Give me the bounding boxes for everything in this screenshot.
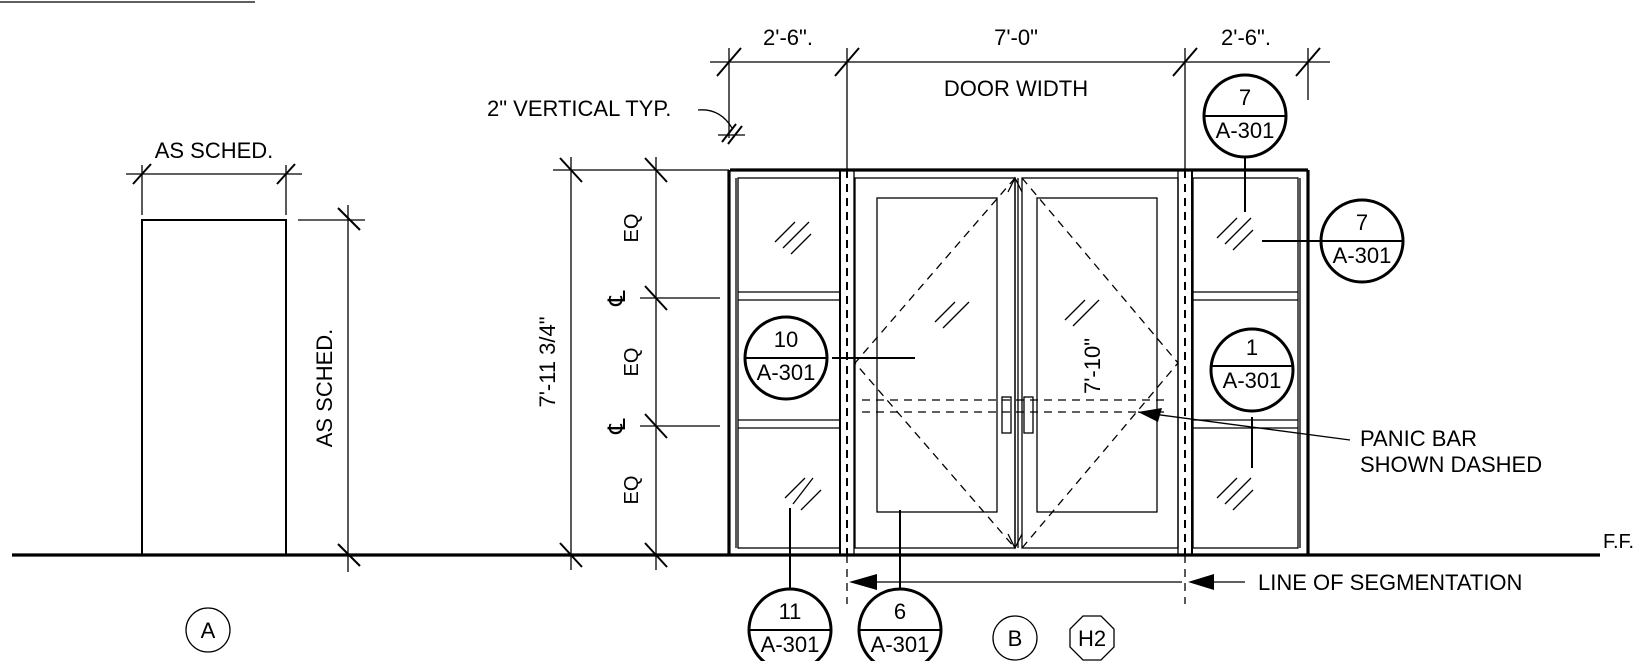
- glass-hatch-marks: [774, 217, 1254, 511]
- callout-sheet: A-301: [1216, 118, 1275, 143]
- dim-eq-middle: EQ: [621, 348, 643, 377]
- callout-number: 1: [1246, 335, 1258, 360]
- detail-callout-7-side[interactable]: 7 A-301: [1319, 198, 1405, 284]
- door-pull-right: [1023, 396, 1034, 434]
- centerline-symbol-lower: ℄: [604, 418, 631, 435]
- arrowhead-panic-bar: [1138, 408, 1162, 422]
- door-leaf-left: [854, 177, 1016, 549]
- callout-sheet: A-301: [871, 632, 930, 657]
- door-width-label: DOOR WIDTH: [944, 76, 1088, 101]
- elevation-b: 2'-6". 7'-0" 2'-6". DOOR WIDTH 2" VERTIC…: [487, 25, 1542, 661]
- hardware-tag-label: H2: [1078, 626, 1106, 651]
- note-panic-bar-line1: PANIC BAR: [1360, 426, 1477, 451]
- dim-door-height: 7'-10": [1080, 338, 1105, 394]
- finish-floor-label: F.F.: [1603, 531, 1634, 553]
- swing-right: [1021, 177, 1179, 549]
- dim-overall-height: 7'-11 3/4": [535, 316, 560, 407]
- detail-callout-1[interactable]: 1 A-301: [1209, 327, 1295, 413]
- hardware-tag-octagon: [1069, 615, 1115, 661]
- door-a-frame: [141, 219, 287, 556]
- dim-eq-top: EQ: [621, 214, 643, 243]
- dim-sidelight-left: 2'-6".: [763, 25, 813, 50]
- callout-number: 7: [1239, 85, 1251, 110]
- dim-sidelight-right: 2'-6".: [1221, 25, 1271, 50]
- elevation-tag-b-label: B: [1008, 626, 1023, 651]
- callout-number: 6: [894, 599, 906, 624]
- detail-callout-10[interactable]: 10 A-301: [743, 315, 829, 401]
- callout-number: 7: [1356, 210, 1368, 235]
- door-leaf-left-glass: [876, 197, 998, 513]
- callout-number: 11: [779, 599, 802, 624]
- swing-left: [854, 177, 1016, 549]
- dim-as-sched-width: AS SCHED.: [155, 138, 274, 163]
- note-vertical-typ: 2" VERTICAL TYP.: [487, 96, 671, 121]
- detail-callout-11[interactable]: 11 A-301: [747, 587, 833, 661]
- detail-callout-6[interactable]: 6 A-301: [857, 587, 943, 661]
- callout-number: 10: [774, 327, 798, 352]
- dim-as-sched-height: AS SCHED.: [312, 329, 337, 448]
- arrowhead-segmentation-right: [1188, 574, 1214, 590]
- note-panic-bar-line2: SHOWN DASHED: [1360, 452, 1542, 477]
- centerline-symbol-upper: ℄: [604, 290, 631, 307]
- elevation-tag-b: [992, 615, 1038, 661]
- callout-sheet: A-301: [757, 360, 816, 385]
- callout-sheet: A-301: [761, 632, 820, 657]
- arrowhead-segmentation-left: [849, 574, 877, 590]
- dim-door-width: 7'-0": [994, 25, 1038, 50]
- detail-callout-7-top[interactable]: 7 A-301: [1202, 73, 1288, 159]
- leader-vertical-typ: [697, 109, 733, 129]
- callout-sheet: A-301: [1333, 243, 1392, 268]
- leader-panic-bar: [1137, 411, 1351, 441]
- dim-eq-bottom: EQ: [621, 476, 643, 505]
- elevation-tag-a-label: A: [201, 618, 216, 643]
- door-leaf-right-glass: [1036, 197, 1158, 513]
- callout-sheet: A-301: [1223, 368, 1282, 393]
- note-line-of-segmentation: LINE OF SEGMENTATION: [1258, 570, 1522, 595]
- door-pull-left: [1001, 396, 1012, 434]
- elevation-tag-a: [185, 607, 231, 653]
- elevation-a: AS SCHED. AS SCHED. A: [126, 138, 365, 653]
